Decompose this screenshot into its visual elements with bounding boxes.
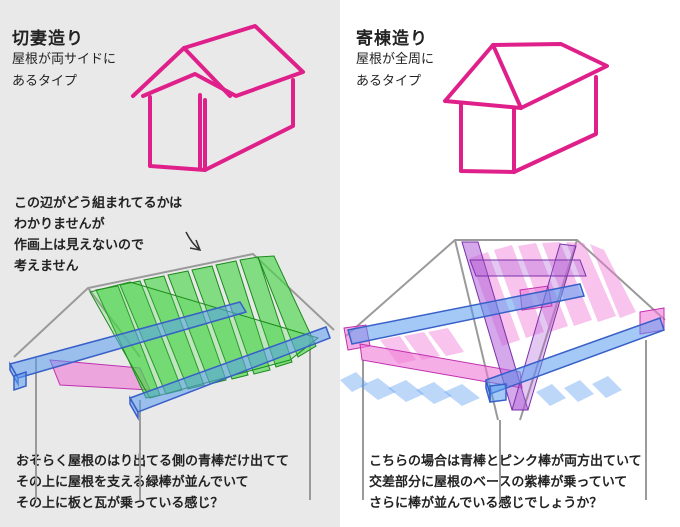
gable-house-sketch bbox=[131, 24, 305, 172]
gable-caption-line-2: その上に屋根を支える緑棒が並んでいて bbox=[16, 475, 249, 490]
hip-house-sketch bbox=[443, 42, 609, 174]
left-panel-gable-roof bbox=[0, 0, 340, 527]
hip-caption-line-1: こちらの場合は青棒とピンク棒が両方出ていて bbox=[369, 454, 642, 469]
gable-note-line-1: この辺がどう組まれてるかは bbox=[14, 196, 183, 211]
gable-roof-subtitle-line-2: あるタイプ bbox=[12, 74, 78, 89]
hip-roof-structure bbox=[340, 239, 666, 500]
hip-roof-subtitle-line-1: 屋根が全周に bbox=[356, 52, 435, 67]
gable-note-line-2: わかりませんが bbox=[14, 217, 105, 232]
hip-roof-subtitle-line-2: あるタイプ bbox=[356, 74, 422, 89]
gable-note-line-4: 考えません bbox=[14, 259, 79, 274]
gable-caption-line-3: その上に板と瓦が乗っている感じ？ bbox=[16, 496, 224, 511]
hip-roof-title: 寄棟造り bbox=[356, 29, 428, 49]
gable-caption-line-1: おそらく屋根のはり出てる側の青棒だけ出てて bbox=[16, 454, 290, 469]
hip-caption-line-2: 交差部分に屋根のベースの紫棒が乗っていて bbox=[369, 475, 628, 490]
gable-roof-structure bbox=[8, 231, 335, 500]
hip-caption-line-3: さらに棒が並んでいる感じでしょうか？ bbox=[369, 496, 603, 511]
gable-roof-title: 切妻造り bbox=[12, 29, 84, 49]
gable-roof-subtitle-line-1: 屋根が両サイドに bbox=[12, 52, 117, 67]
gable-note-line-3: 作画上は見えないので bbox=[14, 238, 145, 253]
